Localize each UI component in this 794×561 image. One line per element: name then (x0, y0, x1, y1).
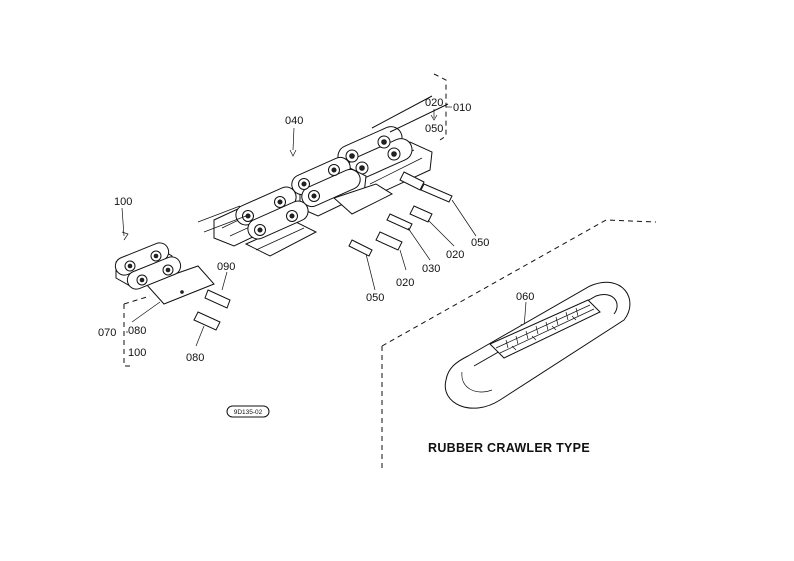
label-080-pin: 080 (186, 352, 204, 364)
figure-id-badge: 9D135-02 (226, 405, 270, 418)
label-010: 010 (453, 102, 471, 114)
rubber-crawler-illustration (444, 281, 631, 409)
figure-id-text: 9D135-02 (234, 409, 263, 416)
leader-lines (121, 109, 528, 347)
label-050-right: 050 (471, 237, 489, 249)
chain-continuation-lines (197, 95, 449, 233)
label-020-right: 020 (446, 249, 464, 261)
label-100-left: 100 (114, 196, 132, 208)
caption-rubber-crawler-type: RUBBER CRAWLER TYPE (428, 441, 590, 455)
label-080-bracket: 080 (128, 325, 146, 337)
label-020-mid: 020 (396, 277, 414, 289)
label-040: 040 (285, 115, 303, 127)
chain-link-assembly-front (213, 186, 403, 257)
label-090: 090 (217, 261, 235, 273)
label-060: 060 (516, 291, 534, 303)
label-070: 070 (98, 327, 116, 339)
part-number-labels: 010 020 050 040 100 090 070 080 100 080 … (98, 97, 534, 364)
dashed-brackets (123, 73, 657, 470)
chain-link-assembly-middle (291, 156, 433, 231)
label-100-bracket: 100 (128, 347, 146, 359)
label-050-top: 050 (425, 123, 443, 135)
label-020-top: 020 (425, 97, 443, 109)
label-050-mid: 050 (366, 292, 384, 304)
label-030: 030 (422, 263, 440, 275)
master-link-assembly (114, 242, 231, 331)
